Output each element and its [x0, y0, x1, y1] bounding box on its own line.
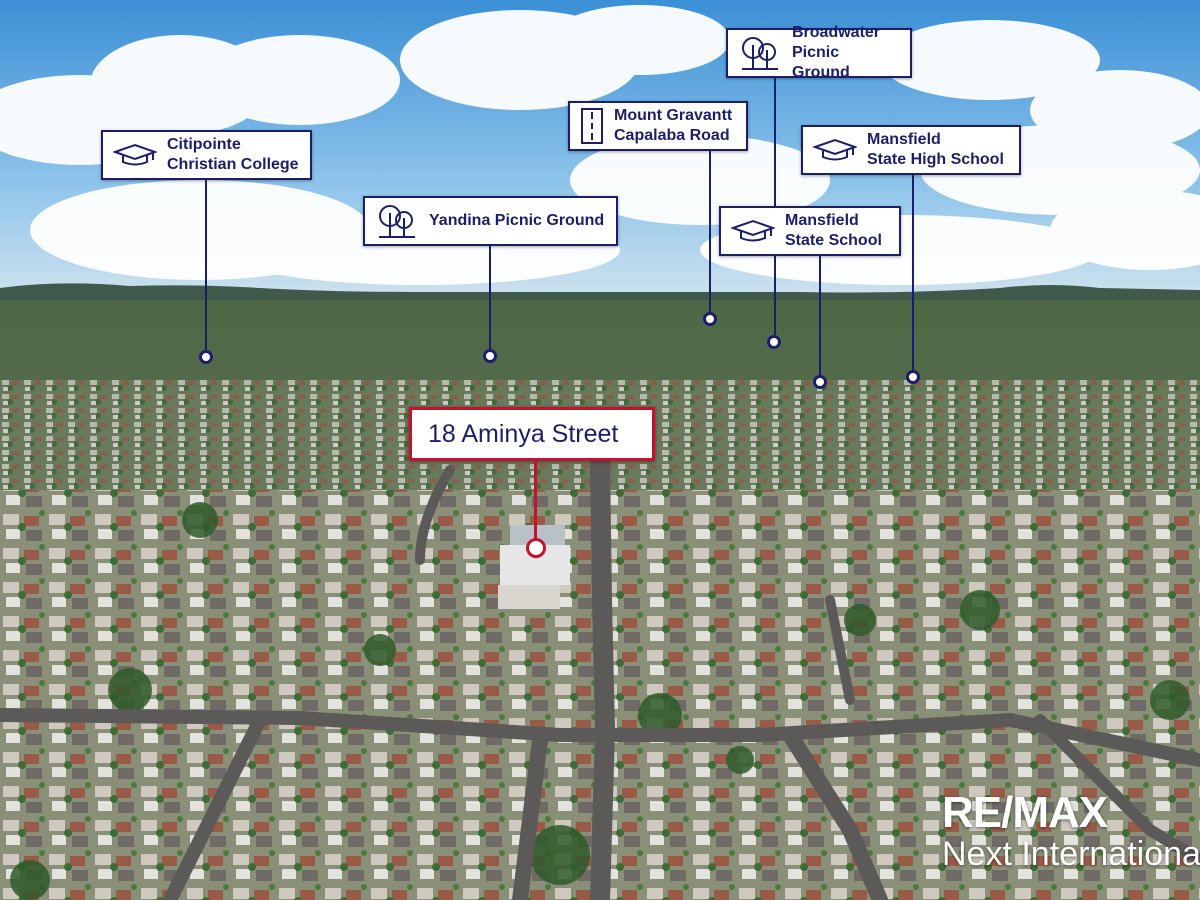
landmark-label-yandina: Yandina Picnic Ground	[363, 196, 618, 246]
graduation-cap-icon	[113, 143, 157, 167]
landmark-marker-mount-gravatt	[703, 312, 717, 326]
landmark-pointer-line	[205, 180, 207, 350]
landmark-name-line: Broadwater	[792, 24, 881, 41]
landmark-name-line: State High School	[867, 151, 1004, 168]
trees-icon	[375, 203, 419, 239]
property-address-label: 18 Aminya Street	[409, 407, 655, 461]
graduation-cap-icon	[813, 138, 857, 162]
landmark-name-line: Mansfield	[867, 131, 941, 148]
trees-icon	[738, 35, 782, 71]
property-pointer-line	[534, 461, 537, 539]
landmark-marker-mansfield-shs	[906, 370, 920, 384]
landmark-pointer-line	[819, 256, 821, 376]
landmark-name-line: Mount Gravantt	[614, 107, 733, 124]
agency-branding: RE/MAX Next International	[942, 788, 1200, 873]
agency-logo: RE/MAX	[942, 788, 1108, 837]
landmark-marker-mansfield-ss	[813, 375, 827, 389]
landmark-pointer-line	[774, 256, 776, 336]
landmark-marker-broadwater	[767, 335, 781, 349]
landmark-marker-citipointe	[199, 350, 213, 364]
landmark-marker-yandina	[483, 349, 497, 363]
property-marker	[526, 538, 546, 558]
graduation-cap-icon	[731, 219, 775, 243]
landmark-name-line: Mansfield	[785, 212, 859, 229]
landmark-pointer-line	[912, 175, 914, 371]
landmark-pointer-line	[709, 151, 711, 313]
landmark-name-line: Christian College	[167, 156, 299, 173]
landmark-name-line: State School	[785, 232, 882, 249]
landmark-name-line: Picnic Ground	[792, 44, 850, 81]
road-icon	[580, 108, 604, 144]
landmark-name-line: Citipointe	[167, 136, 241, 153]
landmark-pointer-line	[774, 78, 776, 206]
landmark-pointer-line	[489, 246, 491, 350]
landmark-name-line: Yandina Picnic Ground	[429, 212, 605, 229]
agency-office-name: Next International	[942, 835, 1200, 873]
landmark-name-line: Capalaba Road	[614, 127, 730, 144]
property-address: 18 Aminya Street	[428, 419, 619, 448]
